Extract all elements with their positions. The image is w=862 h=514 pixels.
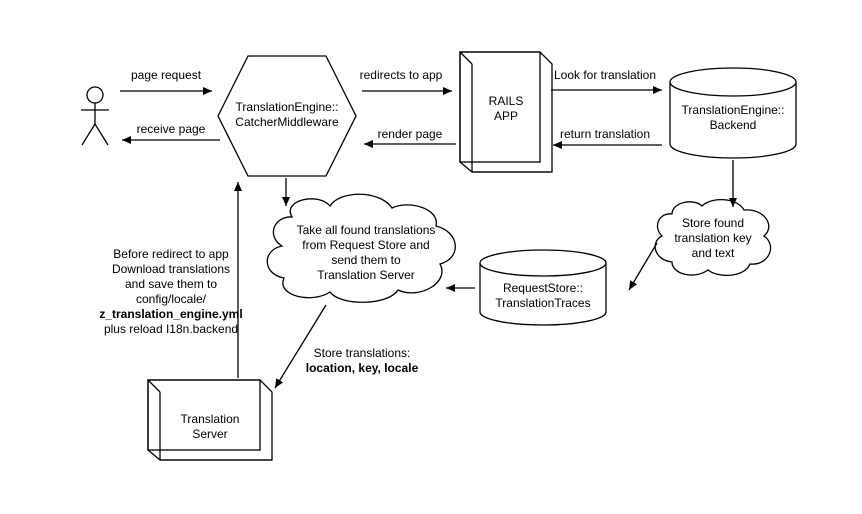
look-for-translation-label: Look for translation bbox=[554, 68, 656, 82]
translation-server-node: Translation Server bbox=[147, 379, 273, 461]
rails-label-line1: RAILS bbox=[489, 94, 524, 108]
server-label-line2: Server bbox=[192, 427, 227, 441]
rails-label-line2: APP bbox=[494, 109, 518, 123]
receive-page-label: receive page bbox=[137, 122, 206, 136]
store-cloud-to-request-store-arrow bbox=[628, 242, 658, 291]
cloud-store-line3: and text bbox=[692, 246, 735, 260]
download-label-line4: config/locale/ bbox=[136, 292, 207, 306]
return-translation-label: return translation bbox=[560, 127, 650, 141]
redirects-to-app-label: redirects to app bbox=[360, 68, 443, 82]
catcher-middleware-node: TranslationEngine:: CatcherMiddleware bbox=[217, 55, 357, 177]
rails-app-node: RAILS APP bbox=[459, 51, 553, 173]
send-translations-cloud: Take all found translations from Request… bbox=[266, 193, 456, 303]
store-translations-label-line2: location, key, locale bbox=[306, 361, 419, 375]
middleware-label-line2: CatcherMiddleware bbox=[235, 115, 339, 129]
render-page-label: render page bbox=[378, 127, 443, 141]
request-store-node: RequestStore:: TranslationTraces bbox=[479, 249, 607, 326]
download-label-line1: Before redirect to app bbox=[113, 247, 229, 261]
cloud-store-line1: Store found bbox=[682, 216, 744, 230]
cloud-main-line2: from Request Store and bbox=[302, 238, 429, 252]
download-label-line3: and save them to bbox=[125, 277, 217, 291]
cloud-main-line4: Translation Server bbox=[317, 268, 415, 282]
cloud-to-server-arrow bbox=[274, 304, 327, 389]
request-store-line2: TranslationTraces bbox=[495, 296, 590, 310]
request-store-line1: RequestStore:: bbox=[503, 281, 583, 295]
cloud-main-line1: Take all found translations bbox=[297, 223, 436, 237]
store-translations-label-line1: Store translations: bbox=[314, 346, 411, 360]
download-label-line2: Download translations bbox=[112, 262, 230, 276]
backend-label-line2: Backend bbox=[710, 118, 757, 132]
middleware-label-line1: TranslationEngine:: bbox=[236, 100, 339, 114]
page-request-label: page request bbox=[131, 68, 202, 82]
download-label-line5: z_translation_engine.yml bbox=[99, 307, 242, 321]
store-found-cloud: Store found translation key and text bbox=[654, 199, 772, 276]
cloud-main-line3: send them to bbox=[331, 253, 401, 267]
download-label-line6: plus reload I18n.backend bbox=[104, 322, 238, 336]
server-label-line1: Translation bbox=[181, 412, 240, 426]
user-actor bbox=[81, 86, 109, 146]
cloud-store-line2: translation key bbox=[674, 231, 751, 245]
backend-database-node: TranslationEngine:: Backend bbox=[669, 67, 797, 159]
backend-label-line1: TranslationEngine:: bbox=[682, 103, 785, 117]
